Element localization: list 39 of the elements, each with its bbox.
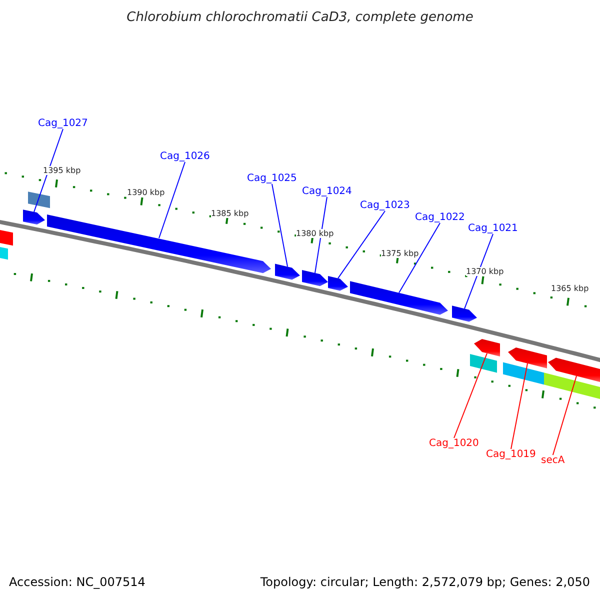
leader-line — [338, 210, 386, 279]
gene-bar — [302, 270, 328, 286]
gene-bar — [548, 358, 600, 384]
gene-label: Cag_1025 — [247, 173, 297, 184]
position-label: 1395 kbp — [43, 166, 81, 175]
position-label: 1375 kbp — [381, 249, 419, 258]
gene-label: Cag_1022 — [415, 212, 465, 223]
position-label: 1365 kbp — [551, 284, 589, 293]
gene-label: Cag_1021 — [468, 223, 518, 234]
gene-bar — [23, 210, 45, 224]
footer-text: Accession: NC_007514 — [9, 575, 146, 589]
gene-label: Cag_1020 — [429, 438, 479, 449]
gene-label: Cag_1027 — [38, 118, 88, 129]
gene-bar — [474, 339, 500, 356]
gene-label: Cag_1023 — [360, 200, 410, 211]
gene-bar — [328, 276, 348, 291]
gene-bar — [275, 264, 300, 280]
leader-line — [34, 128, 64, 212]
gene-label: secA — [541, 455, 565, 466]
title: Chlorobium chlorochromatii CaD3, complete genome — [126, 10, 474, 25]
leader-line — [510, 362, 528, 450]
gene-label: Cag_1019 — [486, 449, 536, 460]
gene-bar — [508, 348, 547, 368]
leader-line — [272, 184, 288, 268]
gene-label: Cag_1026 — [160, 151, 210, 162]
leader-line — [454, 352, 488, 438]
position-label: 1390 kbp — [127, 188, 165, 197]
position-label: 1380 kbp — [296, 229, 334, 238]
gene-bar — [350, 281, 448, 315]
gene-label: Cag_1024 — [302, 186, 352, 197]
position-label: 1385 kbp — [211, 209, 249, 218]
gene-bar — [452, 306, 477, 322]
leader-line — [398, 222, 440, 294]
leader-line — [314, 196, 328, 274]
position-label: 1370 kbp — [466, 267, 504, 276]
leader-line — [158, 162, 186, 239]
leader-line — [464, 234, 494, 310]
leader-line — [552, 375, 577, 456]
footer-text: Topology: circular; Length: 2,572,079 bp; Genes: 2,050 — [260, 575, 590, 589]
